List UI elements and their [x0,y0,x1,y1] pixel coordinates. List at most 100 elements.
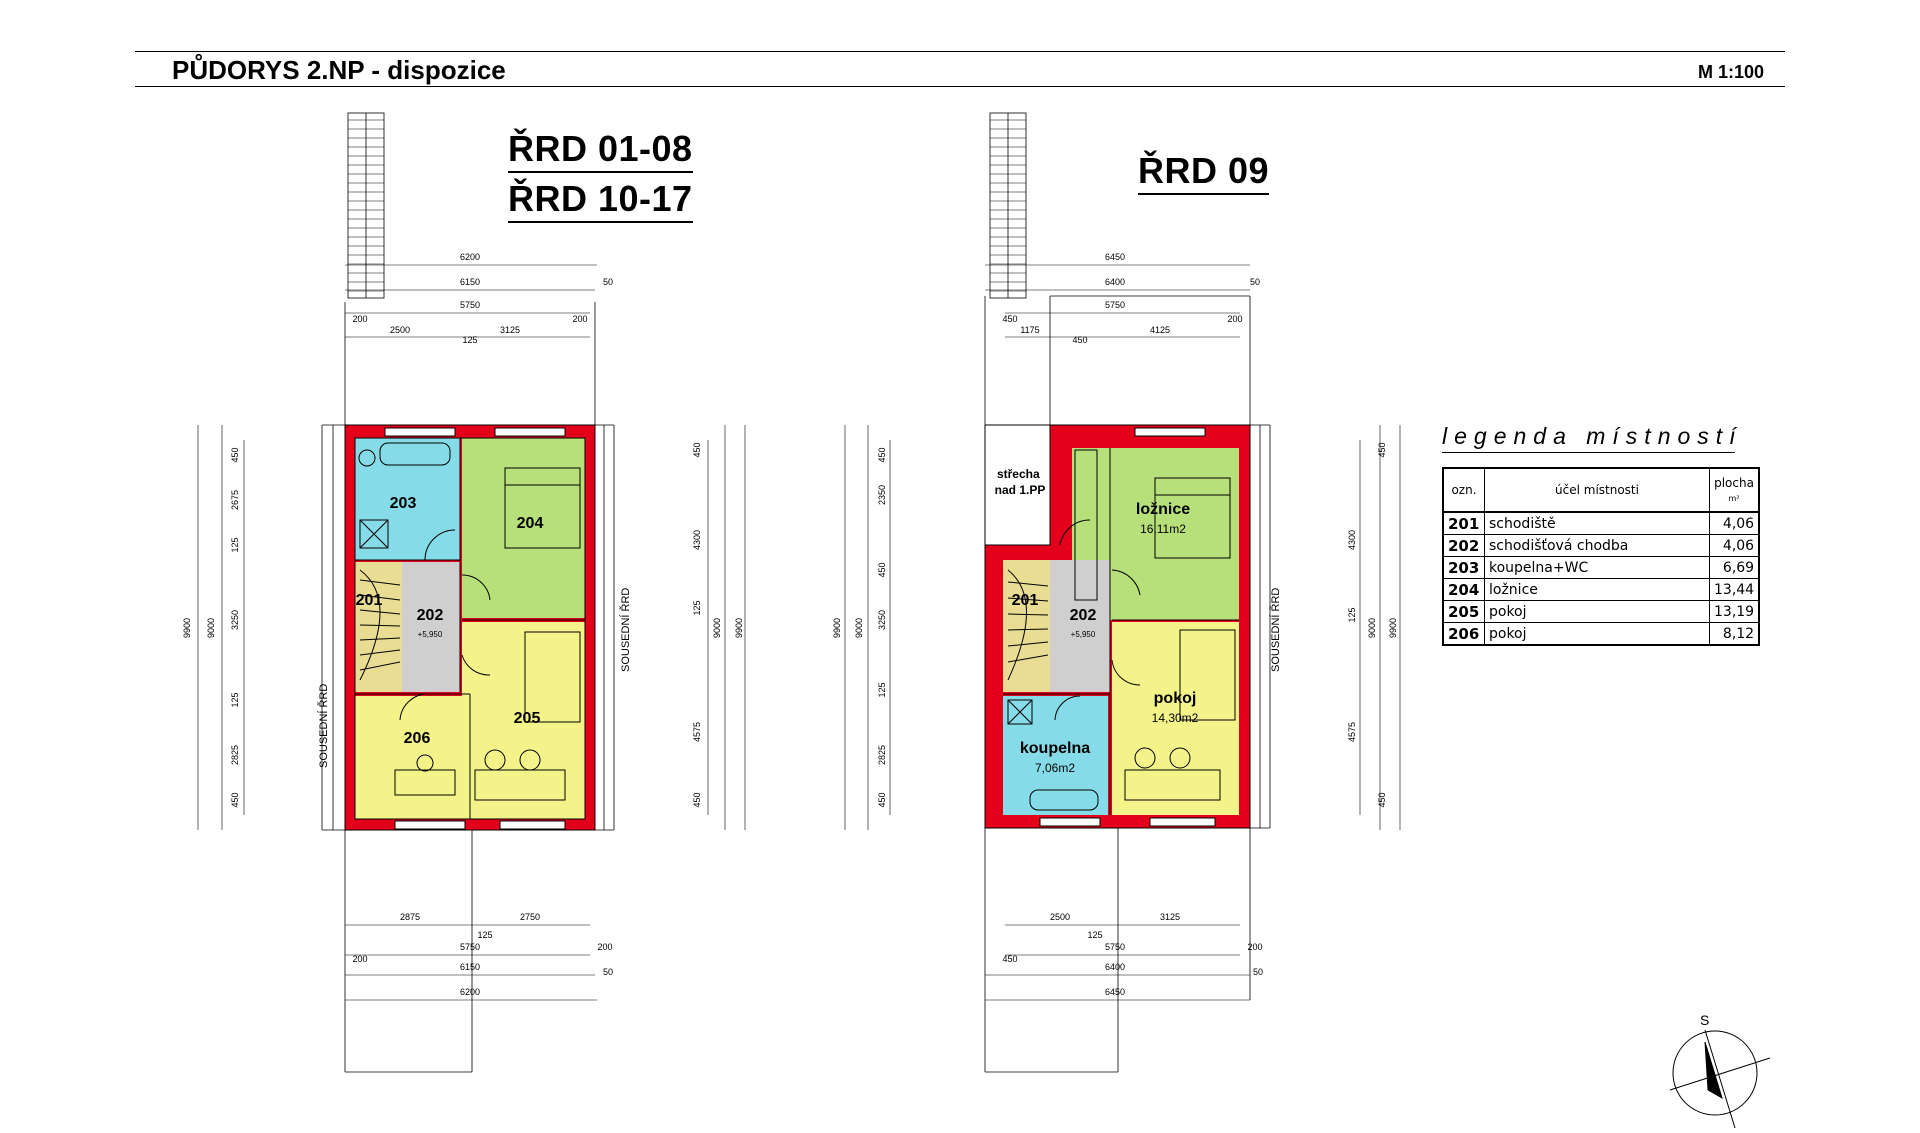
dimension-label: 9900 [1388,618,1398,638]
dimension-label: 125 [230,537,240,552]
right-exterior-stair [989,112,1027,299]
dimension-label: 450 [1002,954,1017,964]
dimension-label: 50 [603,967,613,977]
dimension-label: 450 [1072,335,1087,345]
dimension-label: 2500 [390,325,410,335]
dimension-label: 9000 [206,618,216,638]
room-202r-fill [1050,560,1110,692]
dimension-label: 125 [230,692,240,707]
dimension-label: 2500 [1050,912,1070,922]
dimension-label: 450 [877,562,887,577]
dimension-label: 125 [462,335,477,345]
left-plan-rooms [344,424,596,831]
dimension-label: 3125 [500,325,520,335]
legend-cell-use: pokoj [1484,600,1710,623]
room-201r-label: 201 [1012,592,1039,609]
room-205-label: 205 [514,710,541,727]
dimension-label: 4575 [1347,722,1357,742]
legend-cell-code: 206 [1442,622,1485,646]
dimension-label: 9900 [832,618,842,638]
room-koupelna-area: 7,06m2 [1035,761,1075,775]
dimension-label: 5750 [1105,942,1125,952]
left-plan-label-2: ŘRD 10-17 [508,178,693,223]
dimension-label: 450 [692,792,702,807]
dimension-label: 6200 [460,987,480,997]
dimension-label: 9000 [712,618,722,638]
dimension-label: 5750 [460,300,480,310]
legend-title: legenda místností [1442,423,1743,449]
room-206-fill [355,696,467,819]
room-202-label: 202 [417,607,444,624]
room-pokoj-label: pokoj [1154,690,1197,707]
dimension-label: 450 [1377,442,1387,457]
dimension-label: 5750 [1105,300,1125,310]
legend-cell-area: 6,69 [1709,556,1760,579]
legend-cell-code: 204 [1442,578,1485,601]
legend-cell-area: 13,19 [1709,600,1760,623]
drawing-scale: M 1:100 [1698,62,1765,82]
dimension-label: 200 [352,314,367,324]
dimension-label: 125 [877,682,887,697]
dimension-label: 200 [1247,942,1262,952]
dimension-label: 6450 [1105,987,1125,997]
dimension-label: 9900 [734,618,744,638]
roof-note: střecha nad 1.PP [995,467,1046,497]
room-202-level: +5,950 [418,630,443,639]
dimension-label: 6400 [1105,962,1125,972]
room-201-label: 201 [356,592,383,609]
right-plan-rooms [984,424,1251,829]
dimension-label: 50 [603,277,613,287]
dimension-label: 125 [1087,930,1102,940]
dimension-label: 125 [477,930,492,940]
dimension-label: 2750 [520,912,540,922]
legend-col-code: ozn. [1442,467,1485,513]
dimension-label: 3250 [230,610,240,630]
legend-cell-use: ložnice [1484,578,1710,601]
dimension-label: 5750 [460,942,480,952]
dimension-label: 3125 [1160,912,1180,922]
header-top-rule [135,51,1785,52]
legend-cell-use: schodišťová chodba [1484,534,1710,557]
compass-label: S [1700,1012,1709,1028]
dimension-label: 9000 [1367,618,1377,638]
dimension-label: 9000 [854,618,864,638]
right-plan-label: ŘRD 09 [1138,150,1270,195]
dimension-label: 200 [597,942,612,952]
dimension-label: 125 [1347,607,1357,622]
room-201r-fill [1003,560,1050,692]
dimension-label: 1175 [1020,325,1039,335]
legend-cell-code: 201 [1442,511,1485,535]
legend-col-use: účel místnosti [1484,467,1710,513]
dimension-label: 450 [1377,792,1387,807]
dimension-label: 2825 [230,745,240,765]
dimension-label: 6200 [460,252,480,262]
dimension-label: 450 [692,442,702,457]
room-loznice-area: 16,11m2 [1140,522,1186,536]
right-neighbor-label: SOUSEDNÍ ŘRD [1269,588,1282,672]
dimension-label: 3250 [877,610,887,630]
dimension-label: 6400 [1105,277,1125,287]
dimension-label: 200 [352,954,367,964]
dimension-label: 2825 [877,745,887,765]
dimension-label: 9900 [182,618,192,638]
legend-title-rule [1442,452,1735,453]
north-compass: S [1669,1012,1771,1129]
dimension-label: 450 [1002,314,1017,324]
room-206-label: 206 [404,730,431,747]
room-202r-label: 202 [1070,607,1097,624]
dimension-label: 6150 [460,962,480,972]
dimension-label: 450 [877,792,887,807]
dimension-label: 200 [572,314,587,324]
dimension-label: 50 [1253,967,1263,977]
legend-cell-code: 205 [1442,600,1485,623]
dimension-lines [197,264,1401,1001]
room-pokoj-fill [1112,622,1239,815]
dimension-label: 450 [877,447,887,462]
legend-cell-area: 13,44 [1709,578,1760,601]
